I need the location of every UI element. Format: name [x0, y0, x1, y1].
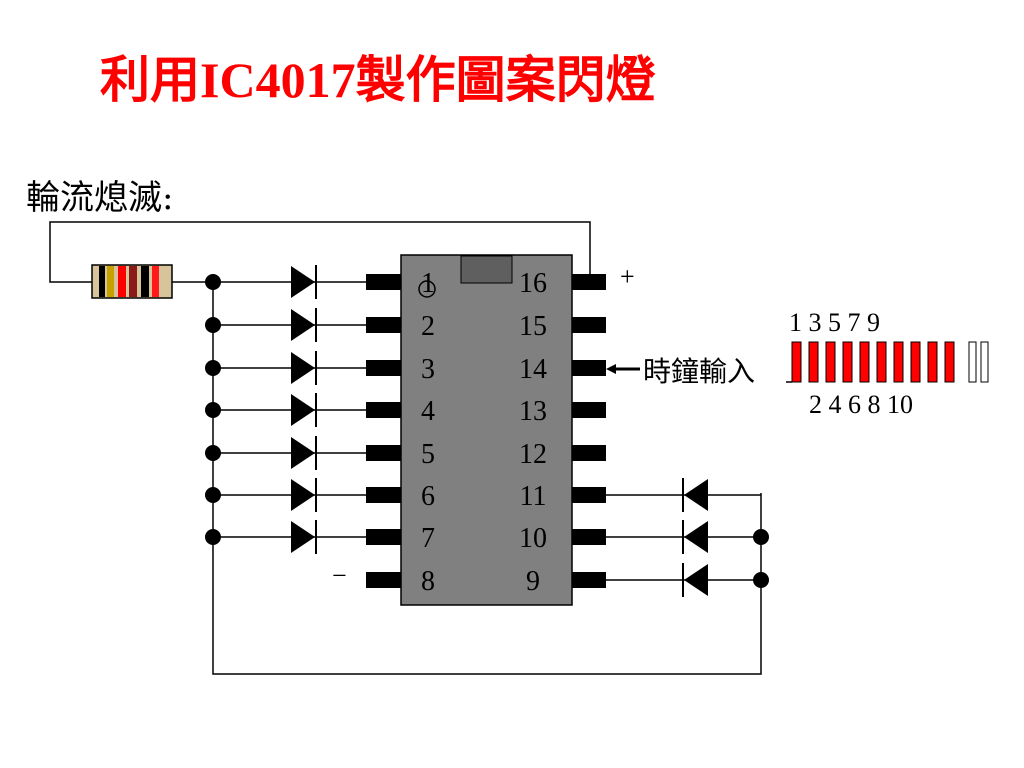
bus-junction-dot: [205, 274, 221, 290]
ic-pin-right-3: [572, 360, 606, 376]
clock-pulse: [893, 341, 904, 383]
bus-junction-dot: [205, 487, 221, 503]
odd-pulse-numbers: 1 3 5 7 9: [789, 308, 880, 337]
clock-pulse: [842, 341, 853, 383]
minus-label: −: [332, 561, 347, 590]
ic-pin1-dot: [418, 280, 436, 298]
ic-pin-right-4: [572, 402, 606, 418]
clock-pulse-outline: [968, 341, 977, 383]
ic-pin-label-right: 11: [520, 481, 547, 512]
clock-pulse: [791, 341, 802, 383]
clock-pulse: [910, 341, 921, 383]
ic-pin-left-7: [366, 529, 401, 545]
led-diode-left-5: [291, 437, 315, 469]
ic-pin-right-6: [572, 487, 606, 503]
ic-pin-left-4: [366, 402, 401, 418]
ic-pin-label-right: 13: [519, 396, 547, 427]
ic-pin-label-right: 9: [526, 566, 540, 597]
led-diode-right-1: [684, 479, 708, 511]
clock-pulse: [859, 341, 870, 383]
plus-label: +: [620, 262, 635, 291]
right-diode-group: [606, 478, 769, 597]
led-diode-left-3: [291, 352, 315, 384]
bus-junction-dot: [205, 402, 221, 418]
led-diode-left-4: [291, 394, 315, 426]
ic-notch: [460, 255, 513, 284]
ic-pin-right-8: [572, 572, 606, 588]
ic-pin-label-left: 3: [421, 354, 435, 385]
ic-pin-label-left: 7: [421, 523, 435, 554]
ic-pin-label-left: 4: [421, 396, 435, 427]
clock-arrow: [606, 364, 640, 374]
top-feedback-wire: [49, 221, 591, 283]
ic-pin-right-2: [572, 317, 606, 333]
ic-pin-right-5: [572, 445, 606, 461]
clock-pulse-outline: [980, 341, 989, 383]
bus-junction-dot: [753, 572, 769, 588]
bottom-common-wire: [212, 537, 762, 675]
clock-pulse-train: [786, 341, 989, 383]
ic-pin-label-left: 2: [421, 311, 435, 342]
clock-pulse: [927, 341, 938, 383]
bus-junction-dot: [205, 317, 221, 333]
ic-pin-left-8: [366, 572, 401, 588]
ic-pin-label-right: 12: [519, 439, 547, 470]
led-diode-right-2: [684, 521, 708, 553]
ic-pin-labels: 1 16 2 15 3 14 4 13 5 12 6 11 7 10 8 9: [421, 268, 547, 597]
bus-junction-dot: [205, 360, 221, 376]
slide-subtitle: 輪流熄滅:: [26, 178, 174, 218]
clock-pulse: [808, 341, 819, 383]
bus-junction-dot: [753, 529, 769, 545]
ic-pin-label-right: 14: [519, 354, 547, 385]
ic-body: [400, 254, 573, 606]
led-diode-left-6: [291, 479, 315, 511]
ic-pin-label-right: 16: [519, 268, 547, 299]
ic-pin-right-1: [572, 274, 606, 290]
slide-title: 利用IC4017製作圖案閃燈: [100, 52, 656, 108]
ic-pin-left-5: [366, 445, 401, 461]
ic-4017: [400, 254, 573, 606]
bus-junction-dot: [205, 445, 221, 461]
led-diode-left-7: [291, 521, 315, 553]
left-diode-group: [205, 265, 366, 554]
ic-pin-label-left: 8: [421, 566, 435, 597]
ic-pin-label-right: 15: [519, 311, 547, 342]
led-diode-left-2: [291, 309, 315, 341]
led-diode-right-3: [684, 564, 708, 596]
clock-input-label: 時鐘輸入: [643, 356, 755, 388]
ic-pin-left-3: [366, 360, 401, 376]
ic-pin-label-left: 1: [421, 268, 435, 299]
ic-pin-group: [366, 274, 606, 588]
clock-pulse: [825, 341, 836, 383]
clock-pulse: [876, 341, 887, 383]
ic-pin-right-7: [572, 529, 606, 545]
even-pulse-numbers: 2 4 6 8 10: [809, 390, 913, 419]
ic-pin-left-1: [366, 274, 401, 290]
ic-pin-left-6: [366, 487, 401, 503]
resistor: [91, 264, 173, 299]
ic-pin-label-right: 10: [519, 523, 547, 554]
ic-pin-left-2: [366, 317, 401, 333]
ic-pin-label-left: 6: [421, 481, 435, 512]
bus-junction-dot: [205, 529, 221, 545]
led-diode-left-1: [291, 266, 315, 298]
ic-pin-label-left: 5: [421, 439, 435, 470]
clock-pulse: [944, 341, 955, 383]
